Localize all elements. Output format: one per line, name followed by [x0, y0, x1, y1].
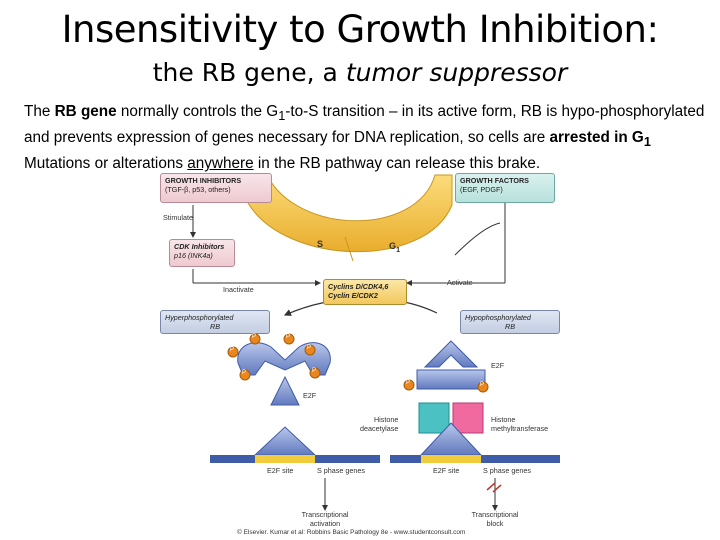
- cell-cycle-divider: [344, 236, 354, 262]
- block-mark-2: [492, 484, 502, 493]
- hyper-rb-line2: RB: [210, 322, 220, 331]
- hypo-rb-box: Hypophosphorylated RB: [460, 310, 560, 334]
- hypo-rb-line2: RB: [505, 322, 515, 331]
- phosphate-1: [227, 346, 239, 358]
- body-arrested: arrested in G: [549, 129, 644, 147]
- e2f-left-dna-protein: [253, 426, 317, 456]
- s-phase-genes-right: S phase genes: [483, 466, 531, 475]
- cdk-inhibitors-sub: p16 (INK4a): [174, 251, 213, 260]
- cyclins-line1: Cyclins D/CDK4,6: [328, 282, 389, 291]
- cyclins-box: Cyclins D/CDK4,6 Cyclin E/CDK2: [323, 279, 407, 305]
- body-t4: -to-S transition – in its active form, R…: [24, 103, 705, 147]
- phosphate-r2: [477, 381, 489, 393]
- hd-line2: deacetylase: [360, 424, 399, 433]
- hypo-rb-body: [416, 369, 486, 390]
- growth-inhibitors-sub: (TGF-β, p53, others): [165, 185, 231, 194]
- body-paragraph: The RB gene normally controls the G1-to-…: [24, 101, 714, 175]
- figure-credit: © Elsevier. Kumar et al: Robbins Basic P…: [237, 529, 466, 536]
- p-label-5: P: [242, 370, 247, 376]
- g1-main: G: [389, 241, 397, 251]
- tb-line2: block: [486, 519, 504, 528]
- slide-title: Insensitivity to Growth Inhibition:: [61, 8, 659, 51]
- ta-line1: Transcriptional: [301, 510, 349, 519]
- s-phase-genes-left: S phase genes: [317, 466, 365, 475]
- dna-left-yellow: [255, 455, 315, 463]
- hm-line1: Histone: [491, 415, 516, 424]
- inactivate-label: Inactivate: [223, 285, 254, 294]
- hypo-rb-line1: Hypophosphorylated: [465, 313, 531, 322]
- body-t1: The: [24, 103, 55, 120]
- p-label-4: P: [307, 345, 312, 351]
- hd-line1: Histone: [373, 415, 399, 424]
- growth-factors-box: GROWTH FACTORS (EGF, PDGF): [455, 173, 555, 203]
- body-t6: Mutations or alterations: [24, 155, 188, 173]
- e2f-site-right: E2F site: [433, 466, 460, 475]
- e2f-left-upper: [270, 375, 300, 406]
- phosphate-r1: [403, 379, 415, 391]
- tb-line1: Transcriptional: [471, 510, 519, 519]
- transcriptional-activation-label: Transcriptional activation: [295, 510, 355, 528]
- subtitle-italic: tumor suppressor: [345, 58, 568, 87]
- histone-deacetylase-label: Histone deacetylase: [360, 415, 398, 433]
- rb-pathway-figure: GROWTH INHIBITORS (TGF-β, p53, others) G…: [155, 165, 565, 537]
- hypo-rb-top: [423, 340, 479, 368]
- phosphate-2: [249, 333, 261, 345]
- growth-inhibitors-title: GROWTH INHIBITORS: [165, 176, 242, 185]
- transcriptional-block-label: Transcriptional block: [465, 510, 525, 528]
- stimulate-label: Stimulate: [163, 213, 193, 222]
- body-t3-sub: 1: [278, 108, 286, 124]
- hm-line2: methyltransferase: [491, 424, 549, 433]
- subtitle-prefix: the RB gene, a: [152, 58, 346, 87]
- body-t3: normally controls the G: [116, 103, 279, 120]
- p-label-2: P: [252, 334, 257, 340]
- e2f-right-label: E2F: [491, 361, 505, 370]
- cell-cycle-band: [247, 174, 453, 253]
- phosphate-4: [304, 344, 316, 356]
- cell-cycle-s-label: S: [317, 239, 324, 249]
- activate-label: Activate: [447, 278, 473, 287]
- body-t8: in the RB pathway can release this brake…: [253, 155, 541, 173]
- histone-deacetylase-shape: [418, 402, 450, 434]
- cycle-arrow-right: [454, 222, 501, 256]
- body-t5-sub: 1: [643, 134, 651, 150]
- p-label-r1: P: [406, 380, 411, 386]
- body-rb-gene: RB gene: [54, 103, 117, 120]
- cyclins-line2: Cyclin E/CDK2: [328, 291, 378, 300]
- e2f-left-label: E2F: [303, 391, 317, 400]
- rb-pathway-diagram: [190, 174, 560, 511]
- ta-line2: activation: [309, 519, 341, 528]
- slide-subtitle: the RB gene, a tumor suppressor: [0, 58, 720, 87]
- p-label-6: P: [312, 368, 317, 374]
- histone-methyl-label: Histone methyltransferase: [491, 415, 548, 433]
- cdk-inhibitors-box: CDK Inhibitors p16 (INK4a): [169, 239, 235, 267]
- e2f-site-left: E2F site: [267, 466, 294, 475]
- growth-factors-title: GROWTH FACTORS: [460, 176, 529, 185]
- cdk-inhibitors-title: CDK Inhibitors: [174, 242, 225, 251]
- growth-factors-sub: (EGF, PDGF): [460, 185, 503, 194]
- p-label-3: P: [286, 334, 291, 340]
- histone-methyl-shape: [452, 402, 484, 434]
- dna-right-yellow: [421, 455, 481, 463]
- phosphate-5: [239, 369, 251, 381]
- cell-cycle-g1-label: G1: [389, 241, 400, 254]
- hyper-rb-box: Hyperphosphorylated RB: [160, 310, 270, 334]
- growth-inhibitors-box: GROWTH INHIBITORS (TGF-β, p53, others): [160, 173, 272, 203]
- g1-sub: 1: [396, 244, 401, 254]
- block-mark-1: [486, 482, 496, 491]
- phosphate-3: [283, 333, 295, 345]
- p-label-1: P: [230, 347, 235, 353]
- body-anywhere: anywhere: [187, 155, 254, 173]
- phosphate-6: [309, 367, 321, 379]
- hyper-rb-line1: Hyperphosphorylated: [165, 313, 234, 322]
- p-label-r2: P: [480, 382, 485, 388]
